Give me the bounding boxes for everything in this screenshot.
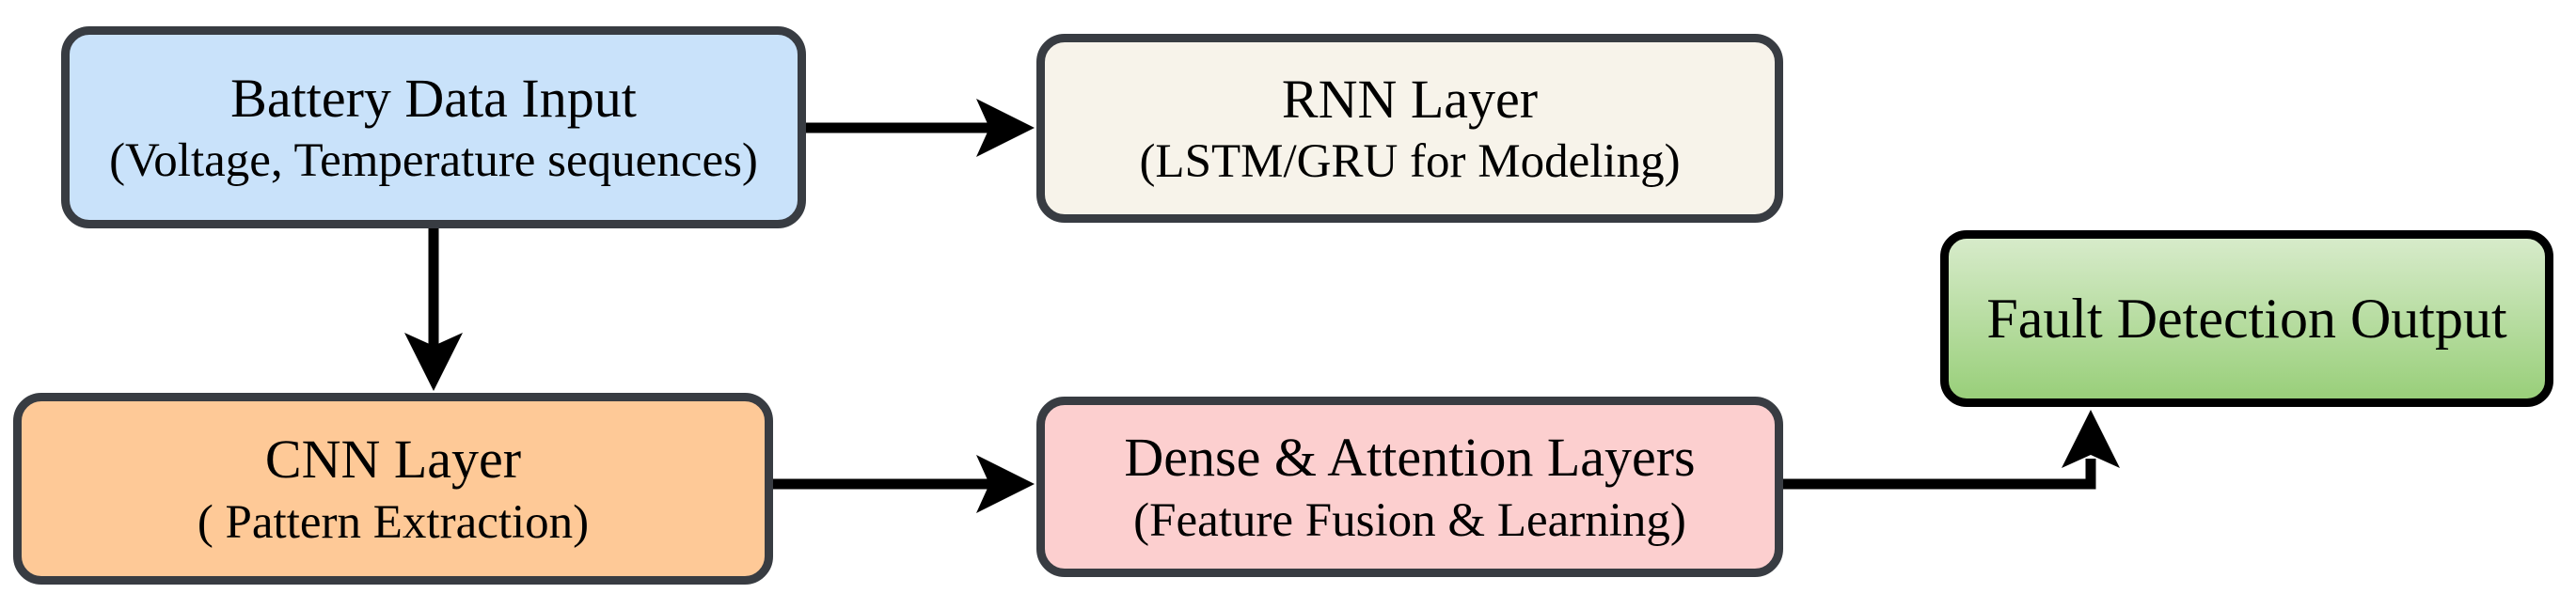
arrowhead-dense-to-output [2062, 410, 2120, 468]
arrow-dense-to-output [1781, 410, 2120, 490]
node-fault-detection-output-label: Fault Detection Output [1986, 287, 2507, 350]
node-dense-attention-layers: Dense & Attention Layers (Feature Fusion… [1036, 397, 1783, 577]
node-rnn-layer: RNN Layer (LSTM/GRU for Modeling) [1036, 34, 1783, 223]
node-cnn-layer-sublabel: ( Pattern Extraction) [197, 495, 590, 549]
arrowhead-battery-to-rnn [976, 99, 1035, 157]
arrow-cnn-to-dense [771, 455, 1035, 513]
node-cnn-layer: CNN Layer ( Pattern Extraction) [13, 393, 773, 585]
node-battery-data-input-label: Battery Data Input [230, 67, 637, 129]
node-dense-attention-layers-sublabel: (Feature Fusion & Learning) [1133, 493, 1686, 547]
node-battery-data-input: Battery Data Input (Voltage, Temperature… [61, 26, 806, 228]
node-rnn-layer-label: RNN Layer [1281, 68, 1539, 130]
node-fault-detection-output: Fault Detection Output [1940, 230, 2553, 407]
node-rnn-layer-sublabel: (LSTM/GRU for Modeling) [1139, 135, 1681, 189]
node-dense-attention-layers-label: Dense & Attention Layers [1124, 427, 1696, 489]
arrowhead-cnn-to-dense [976, 455, 1035, 513]
arrow-battery-to-rnn [806, 99, 1035, 157]
arrow-battery-to-cnn [404, 226, 463, 391]
arrowhead-battery-to-cnn [404, 333, 463, 391]
node-battery-data-input-sublabel: (Voltage, Temperature sequences) [109, 134, 758, 188]
node-cnn-layer-label: CNN Layer [264, 429, 522, 491]
